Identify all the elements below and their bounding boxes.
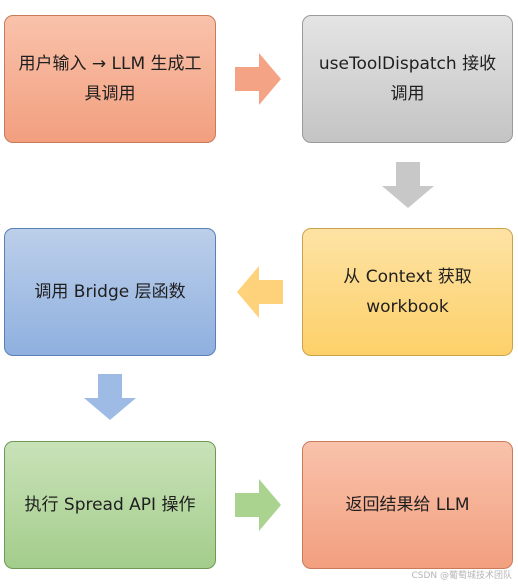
arrow-2-shape (382, 162, 434, 208)
arrow-down-icon (382, 162, 434, 208)
step-4-text: 从 Context 获取 workbook (343, 267, 472, 317)
arrow-right-icon (235, 479, 281, 531)
step-1-box: 用户输入 → LLM 生成工具调用 (4, 15, 216, 143)
arrow-5-shape (235, 479, 281, 531)
step-5-box: 执行 Spread API 操作 (4, 441, 216, 569)
step-4-box: 从 Context 获取 workbook (302, 228, 513, 356)
step-3-box: 调用 Bridge 层函数 (4, 228, 216, 356)
step-2-text: useToolDispatch 接收调用 (318, 54, 497, 104)
arrow-left-icon (237, 266, 283, 318)
step-3-text: 调用 Bridge 层函数 (34, 282, 186, 302)
arrow-4-shape (84, 374, 136, 420)
step-1-text: 用户输入 → LLM 生成工具调用 (18, 54, 202, 104)
arrow-right-icon (235, 53, 281, 105)
watermark-text: CSDN @葡萄城技术团队 (411, 571, 512, 581)
step-5-text: 执行 Spread API 操作 (24, 495, 196, 515)
step-2-box: useToolDispatch 接收调用 (302, 15, 513, 143)
arrow-1-shape (235, 53, 281, 105)
step-6-box: 返回结果给 LLM (302, 441, 513, 569)
arrow-down-icon (84, 374, 136, 420)
arrow-3-shape (237, 266, 283, 318)
step-6-text: 返回结果给 LLM (345, 495, 470, 515)
